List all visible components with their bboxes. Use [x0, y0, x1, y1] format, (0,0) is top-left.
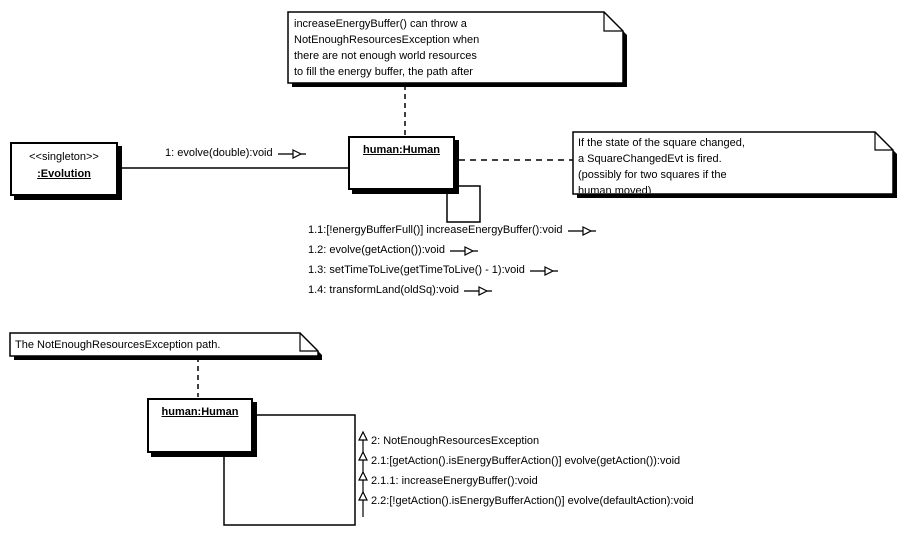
- note-fold-icon: [874, 132, 893, 151]
- message-label: 1.1:[!energyBufferFull()] increaseEnergy…: [308, 224, 563, 236]
- object-name: human:Human: [161, 406, 239, 418]
- up-arrow-icon: [358, 450, 368, 461]
- note-line: a SquareChangedEvt is fired.: [578, 153, 722, 165]
- note-body: [287, 11, 624, 84]
- note-line: to fill the energy buffer, the path afte…: [294, 66, 473, 78]
- message-arrow-icon: [277, 148, 306, 159]
- message-1-2[interactable]: 1.2: evolve(getAction()):void: [308, 244, 478, 257]
- object-stereotype: <<singleton>>: [29, 151, 99, 163]
- message-label: 2.1.1: increaseEnergyBuffer():void: [371, 475, 538, 487]
- message-arrow-icon: [529, 265, 558, 276]
- up-arrow-icon: [358, 470, 368, 481]
- message-1-4[interactable]: 1.4: transformLand(oldSq):void: [308, 284, 493, 297]
- note-square-changed-text: If the state of the square changed, a Sq…: [578, 135, 886, 193]
- note-energy-buffer-text: increaseEnergyBuffer() can throw a NotEn…: [294, 16, 614, 80]
- exception-message-flow: [358, 430, 368, 517]
- object-human-main[interactable]: human:Human: [348, 136, 455, 190]
- note-fold-icon: [603, 12, 623, 32]
- message-2[interactable]: 2: NotEnoughResourcesException: [371, 435, 539, 448]
- note-exception-path-text: The NotEnoughResourcesException path.: [15, 337, 315, 353]
- note-line: If the state of the square changed,: [578, 137, 745, 149]
- object-name: :Evolution: [37, 168, 91, 180]
- message-label: 1.3: setTimeToLive(getTimeToLive() - 1):…: [308, 264, 525, 276]
- up-arrow-icon: [358, 490, 368, 501]
- self-link-loop-exception[interactable]: [223, 414, 356, 526]
- object-evolution[interactable]: <<singleton>> :Evolution: [10, 142, 118, 196]
- message-arrow-icon: [464, 285, 493, 296]
- message-2-1[interactable]: 2.1:[getAction().isEnergyBufferAction()]…: [371, 455, 680, 468]
- note-body: [9, 332, 319, 357]
- note-body: [572, 131, 894, 195]
- self-link-loop-main[interactable]: [446, 185, 481, 223]
- up-arrow-icon: [358, 430, 368, 441]
- message-1-3[interactable]: 1.3: setTimeToLive(getTimeToLive() - 1):…: [308, 264, 558, 277]
- note-line: human moved): [578, 185, 652, 193]
- message-1[interactable]: 1: evolve(double):void: [165, 147, 306, 160]
- note-line: The NotEnoughResourcesException path.: [15, 339, 221, 351]
- note-fold-icon: [299, 333, 318, 352]
- note-energy-buffer-shape[interactable]: [287, 11, 627, 87]
- message-arrow-icon: [449, 245, 478, 256]
- message-label: 2.1:[getAction().isEnergyBufferAction()]…: [371, 455, 681, 467]
- object-name: human:Human: [363, 144, 440, 156]
- object-human-exception[interactable]: human:Human: [147, 398, 253, 453]
- message-1-1[interactable]: 1.1:[!energyBufferFull()] increaseEnergy…: [308, 224, 596, 237]
- message-label: 2.2:[!getAction().isEnergyBufferAction()…: [371, 495, 694, 507]
- note-line: increaseEnergyBuffer() can throw a: [294, 18, 467, 30]
- message-label: 1.4: transformLand(oldSq):void: [308, 284, 460, 296]
- message-label: 2: NotEnoughResourcesException: [371, 435, 540, 447]
- note-exception-path-shape[interactable]: [9, 332, 322, 360]
- message-arrow-icon: [567, 225, 596, 236]
- note-line: (possibly for two squares if the: [578, 169, 727, 181]
- message-label: 1: evolve(double):void: [165, 147, 273, 159]
- message-label: 1.2: evolve(getAction()):void: [308, 244, 445, 256]
- note-line: there are not enough world resources: [294, 50, 477, 62]
- message-2-2[interactable]: 2.2:[!getAction().isEnergyBufferAction()…: [371, 495, 694, 508]
- note-square-changed-shape[interactable]: [572, 131, 897, 198]
- message-2-1-1[interactable]: 2.1.1: increaseEnergyBuffer():void: [371, 475, 538, 488]
- note-line: NotEnoughResourcesException when: [294, 34, 480, 46]
